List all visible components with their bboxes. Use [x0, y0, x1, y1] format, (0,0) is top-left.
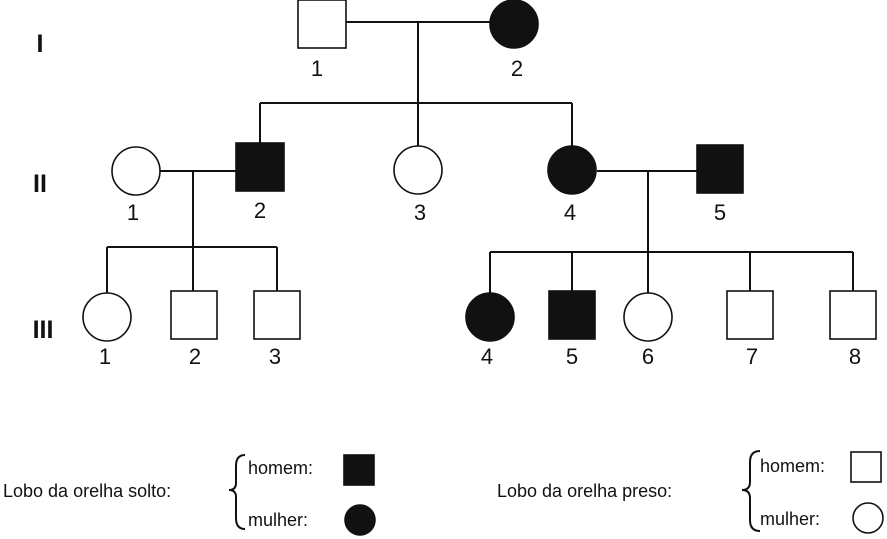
legend-solto-brace — [228, 454, 246, 530]
individual-number-II-3: 3 — [414, 200, 426, 225]
individual-III-4 — [465, 292, 515, 342]
individual-number-II-4: 4 — [564, 200, 576, 225]
individual-III-2 — [170, 290, 218, 340]
individual-II-5 — [696, 144, 744, 194]
generation-label-3: III — [33, 316, 54, 344]
individual-number-I-2: 2 — [511, 56, 523, 81]
legend-preso-female-symbol — [852, 502, 884, 534]
individual-number-I-1: 1 — [311, 56, 323, 81]
generation-label-2: II — [33, 170, 47, 198]
legend-solto-female-symbol — [344, 504, 376, 536]
legend-solto: Lobo da orelha solto: homem: mulher: — [3, 454, 376, 536]
individual-III-8 — [829, 290, 877, 340]
legend-preso-female-label: mulher: — [760, 509, 820, 529]
legend-preso-brace — [741, 450, 761, 532]
individual-III-1 — [82, 292, 132, 342]
individual-number-III-8: 8 — [849, 344, 861, 369]
generation-label-1: I — [37, 30, 44, 58]
individual-number-II-2: 2 — [254, 198, 266, 223]
pedigree-lines — [106, 21, 854, 293]
individual-I-1 — [297, 0, 347, 49]
individual-II-1 — [111, 146, 161, 196]
legend-solto-male-label: homem: — [248, 458, 313, 478]
individual-number-II-5: 5 — [714, 200, 726, 225]
individual-II-2 — [235, 142, 285, 192]
individual-I-2 — [489, 0, 539, 49]
individual-III-7 — [726, 290, 774, 340]
individual-II-4 — [547, 145, 597, 195]
legend-solto-male-symbol — [343, 454, 375, 486]
individual-number-III-1: 1 — [99, 344, 111, 369]
legend-preso: Lobo da orelha preso: homem: mulher: — [497, 450, 884, 534]
individual-III-6 — [623, 292, 673, 342]
individual-number-III-7: 7 — [746, 344, 758, 369]
legend-solto-female-label: mulher: — [248, 510, 308, 530]
legend-solto-title: Lobo da orelha solto: — [3, 481, 171, 501]
individual-number-III-2: 2 — [189, 344, 201, 369]
individual-number-III-5: 5 — [566, 344, 578, 369]
legend-preso-male-symbol — [850, 451, 882, 483]
individual-III-5 — [548, 290, 596, 340]
individual-number-III-3: 3 — [269, 344, 281, 369]
individual-III-3 — [253, 290, 301, 340]
individual-number-III-6: 6 — [642, 344, 654, 369]
individual-number-III-4: 4 — [481, 344, 493, 369]
legend-preso-male-label: homem: — [760, 456, 825, 476]
individual-number-II-1: 1 — [127, 200, 139, 225]
legend-preso-title: Lobo da orelha preso: — [497, 481, 672, 501]
individual-II-3 — [393, 145, 443, 195]
